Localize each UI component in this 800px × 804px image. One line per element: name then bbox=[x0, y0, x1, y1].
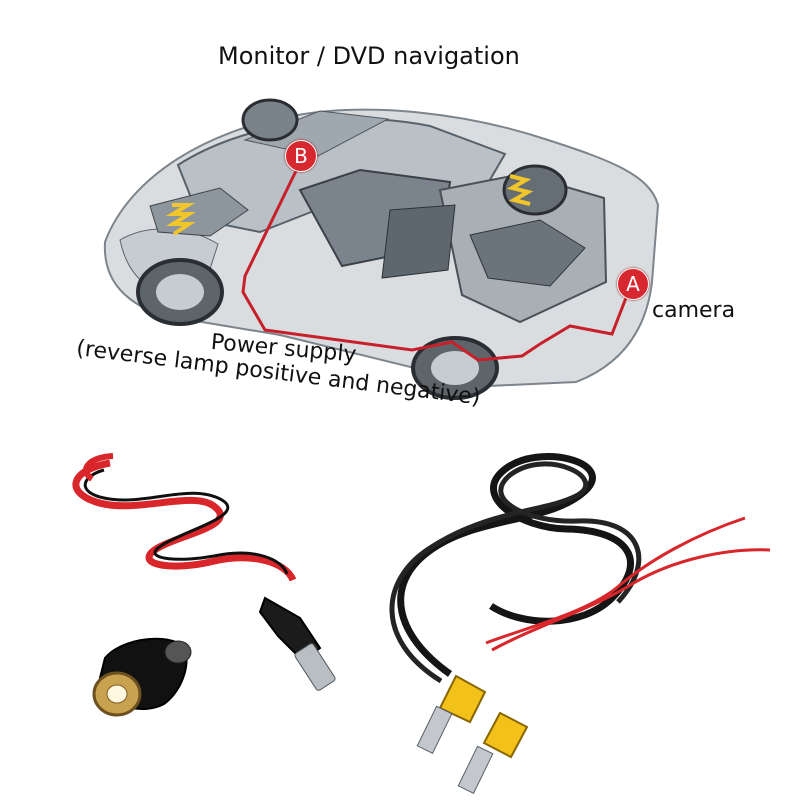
camera-label: camera bbox=[652, 298, 736, 323]
marker-b: B bbox=[285, 140, 317, 172]
power-cable bbox=[72, 453, 336, 691]
rca-adapter bbox=[92, 637, 192, 717]
video-cable bbox=[389, 453, 771, 794]
marker-a: A bbox=[617, 268, 649, 300]
car-cutaway bbox=[103, 98, 660, 400]
monitor-navigation-label: Monitor / DVD navigation bbox=[218, 42, 520, 70]
